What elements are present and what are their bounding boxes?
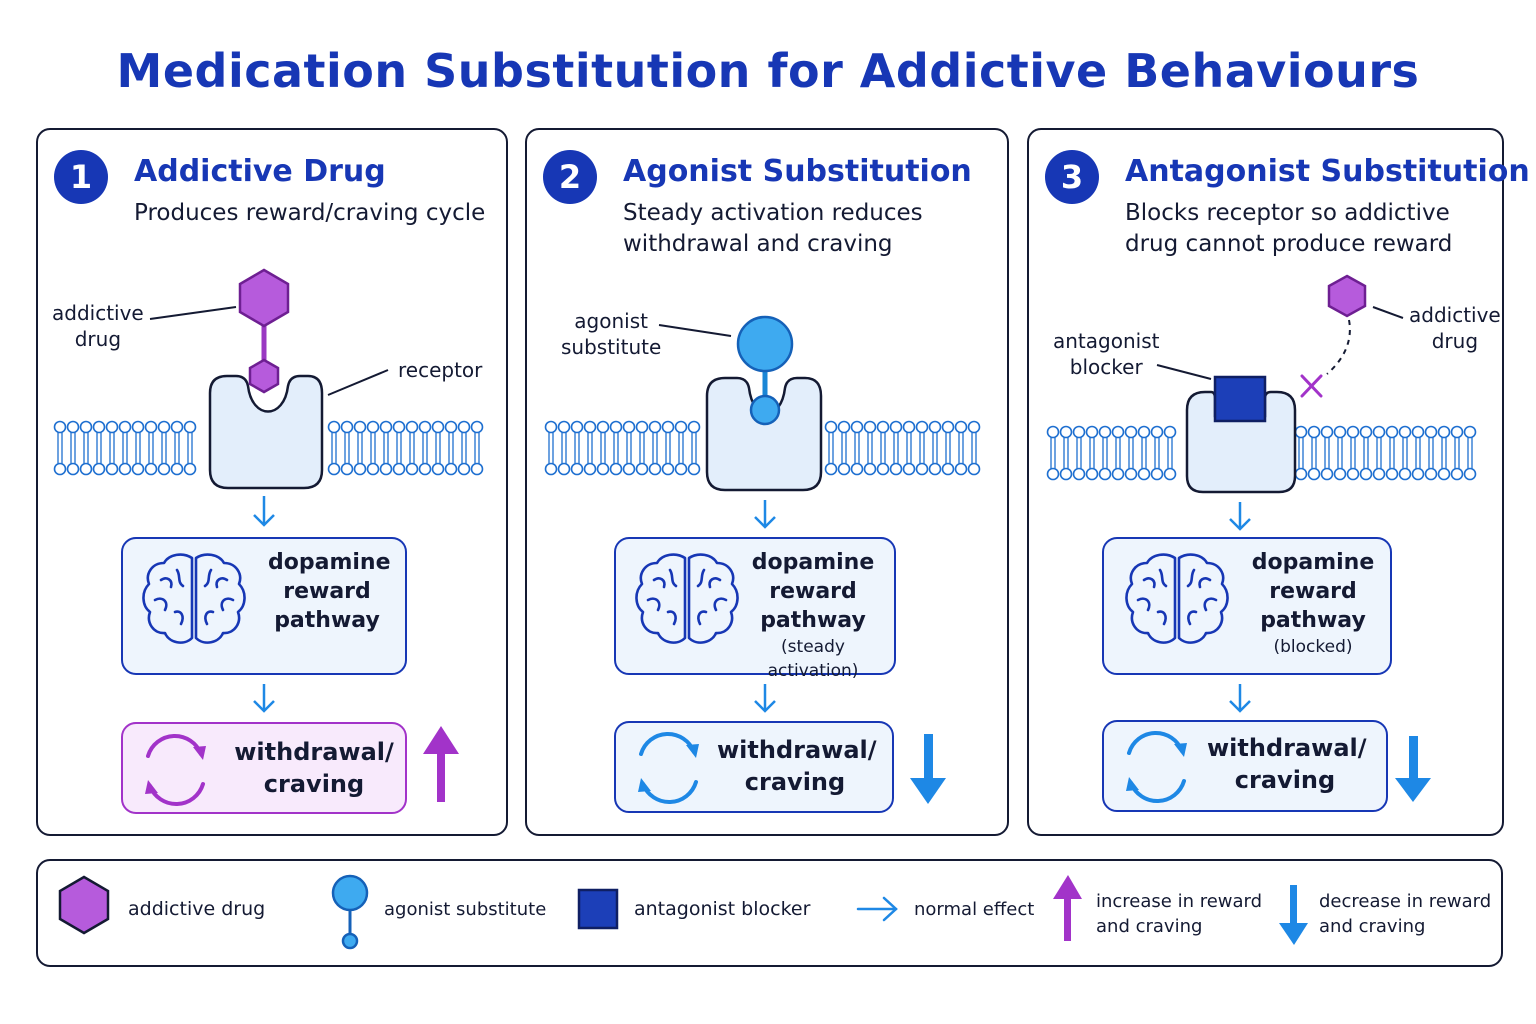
decrease-arrow	[910, 734, 946, 804]
legend-decrease-arrow	[1279, 885, 1308, 945]
addictive-drug-hexagon	[1327, 274, 1367, 318]
panel-description: Steady activation reduces withdrawal and…	[623, 200, 923, 257]
outcome-label: withdrawal/craving	[234, 738, 394, 798]
panel-description: Produces reward/craving cycle	[134, 200, 486, 226]
receptor-diagram	[1046, 274, 1477, 812]
addictive-drug-hexagon	[238, 268, 290, 328]
panel-addictive-drug: 1 Addictive Drug Produces reward/craving…	[36, 128, 508, 836]
legend-addictive-drug-label: addictive drug	[128, 898, 266, 920]
receptor-label: receptor	[398, 358, 483, 382]
panel-title: Antagonist Substitution	[1125, 154, 1530, 189]
legend-normal-effect-label: normal effect	[914, 899, 1035, 920]
step-number-badge: 3	[1045, 150, 1099, 204]
step-number-badge: 1	[54, 150, 108, 204]
panel-title: Agonist Substitution	[623, 154, 972, 189]
outcome-box	[121, 722, 407, 814]
outcome-label: withdrawal/craving	[1207, 734, 1367, 794]
outcome-label: withdrawal/craving	[717, 736, 877, 796]
outcome-box	[1102, 720, 1388, 812]
blocked-x-icon	[1300, 374, 1323, 398]
receptor-diagram	[53, 268, 484, 814]
legend-symbols	[58, 874, 1308, 950]
panel-antagonist-substitution: 3 Antagonist Substitution Blocks recepto…	[1027, 128, 1530, 836]
legend-addictive-drug-icon	[58, 875, 110, 935]
panel-agonist-substitution: 2 Agonist Substitution Steady activation…	[525, 128, 1009, 836]
page-title: Medication Substitution for Addictive Be…	[116, 44, 1420, 98]
membrane-bilayer	[1046, 425, 1177, 481]
cycle-icon	[145, 734, 206, 806]
legend: addictive drug agonist substitute antago…	[36, 859, 1503, 967]
panel-description: Blocks receptor so addictive drug cannot…	[1125, 200, 1453, 257]
increase-arrow	[423, 726, 459, 802]
cycle-icon	[1126, 731, 1187, 803]
drug-binding-end	[248, 358, 280, 394]
membrane-bilayer	[53, 420, 197, 476]
membrane-bilayer	[544, 420, 701, 476]
panel-title: Addictive Drug	[134, 154, 386, 189]
cycle-icon	[638, 732, 699, 804]
membrane-bilayer	[327, 420, 484, 476]
membrane-bilayer	[824, 420, 981, 476]
legend-increase-arrow	[1053, 875, 1082, 941]
step-number-badge: 2	[543, 150, 597, 204]
legend-normal-effect-arrow	[856, 896, 898, 922]
antagonist-blocker	[1213, 375, 1267, 423]
legend-antagonist-label: antagonist blocker	[634, 898, 811, 920]
agonist-binding-end	[749, 394, 781, 426]
receptor	[208, 374, 324, 490]
decrease-arrow	[1395, 736, 1431, 802]
receptor-diagram	[544, 315, 981, 813]
legend-agonist-icon	[331, 874, 369, 912]
membrane-bilayer	[1294, 425, 1477, 481]
outcome-box	[614, 721, 894, 813]
agonist-head	[736, 315, 794, 373]
legend-agonist-label: agonist substitute	[384, 899, 547, 920]
legend-antagonist-icon	[577, 888, 619, 930]
receptor	[705, 376, 823, 492]
